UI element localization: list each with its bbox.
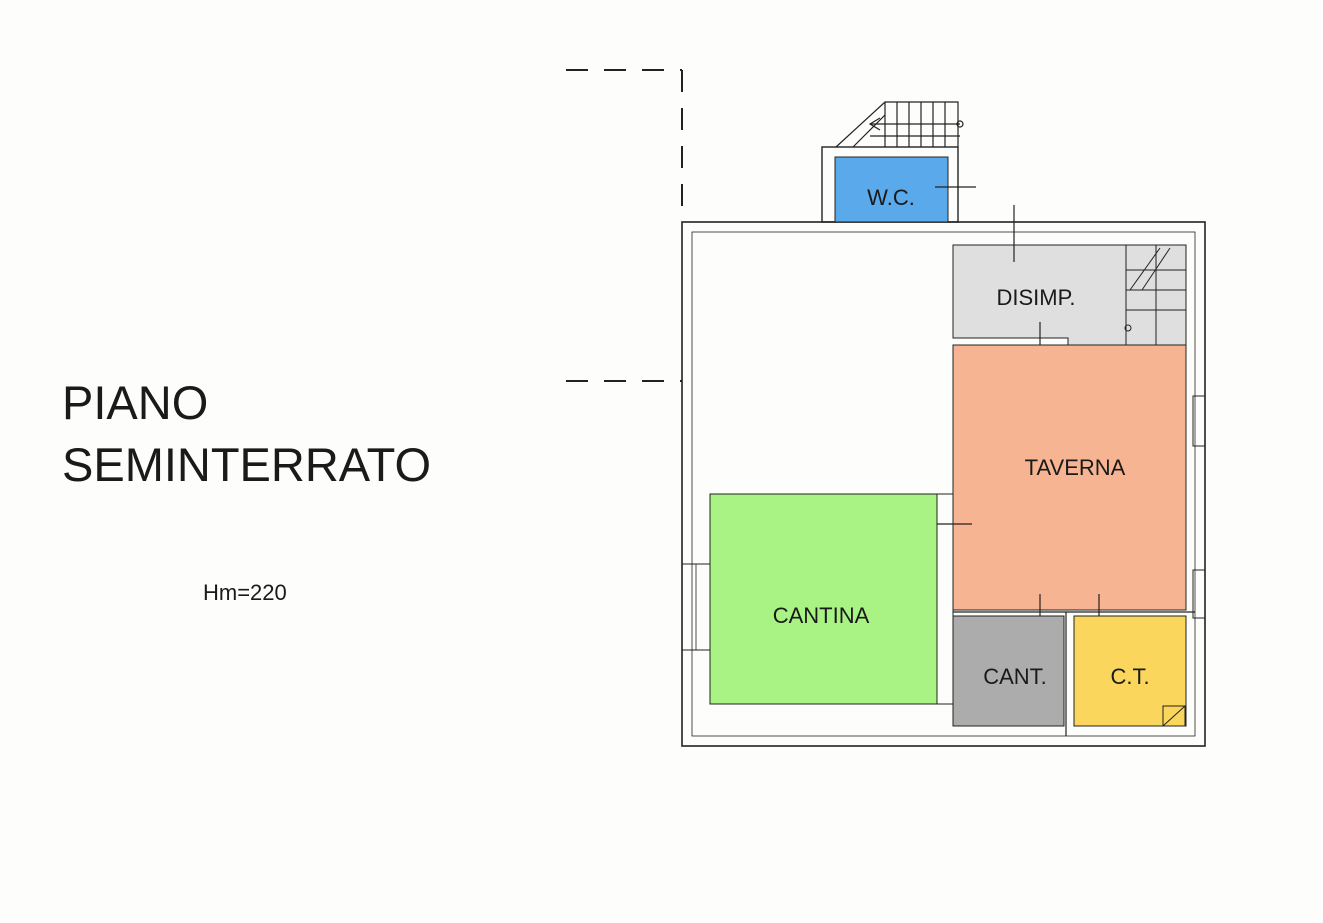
room-cant (952, 615, 1065, 727)
floor-title: PIANO SEMINTERRATO (62, 372, 431, 496)
room-wc-label: W.C. (867, 185, 915, 210)
room-ct-group: C.T. (1073, 615, 1187, 727)
room-taverna (952, 344, 1187, 611)
internal-stair (1124, 244, 1187, 353)
room-taverna-label: TAVERNA (1025, 455, 1126, 480)
room-disimp-group: DISIMP. (952, 205, 1187, 362)
room-taverna-group: TAVERNA (918, 344, 1187, 611)
external-stair (835, 101, 964, 148)
floor-title-line2: SEMINTERRATO (62, 438, 432, 491)
room-ct (1073, 615, 1187, 727)
height-note: Hm=220 (203, 580, 287, 605)
room-wc (834, 156, 949, 223)
floor-title-line1: PIANO (62, 376, 209, 429)
dashed-projection (566, 69, 683, 382)
room-cantina-group: CANTINA (681, 493, 954, 705)
room-disimp-label: DISIMP. (996, 285, 1075, 310)
room-cantina (709, 493, 938, 705)
wc-annex: W.C. (821, 146, 976, 223)
right-windows (1192, 395, 1206, 619)
room-cant-label: CANT. (983, 664, 1047, 689)
room-ct-label: C.T. (1110, 664, 1149, 689)
room-cantina-label: CANTINA (773, 603, 870, 628)
room-cant-group: CANT. (952, 615, 1065, 727)
